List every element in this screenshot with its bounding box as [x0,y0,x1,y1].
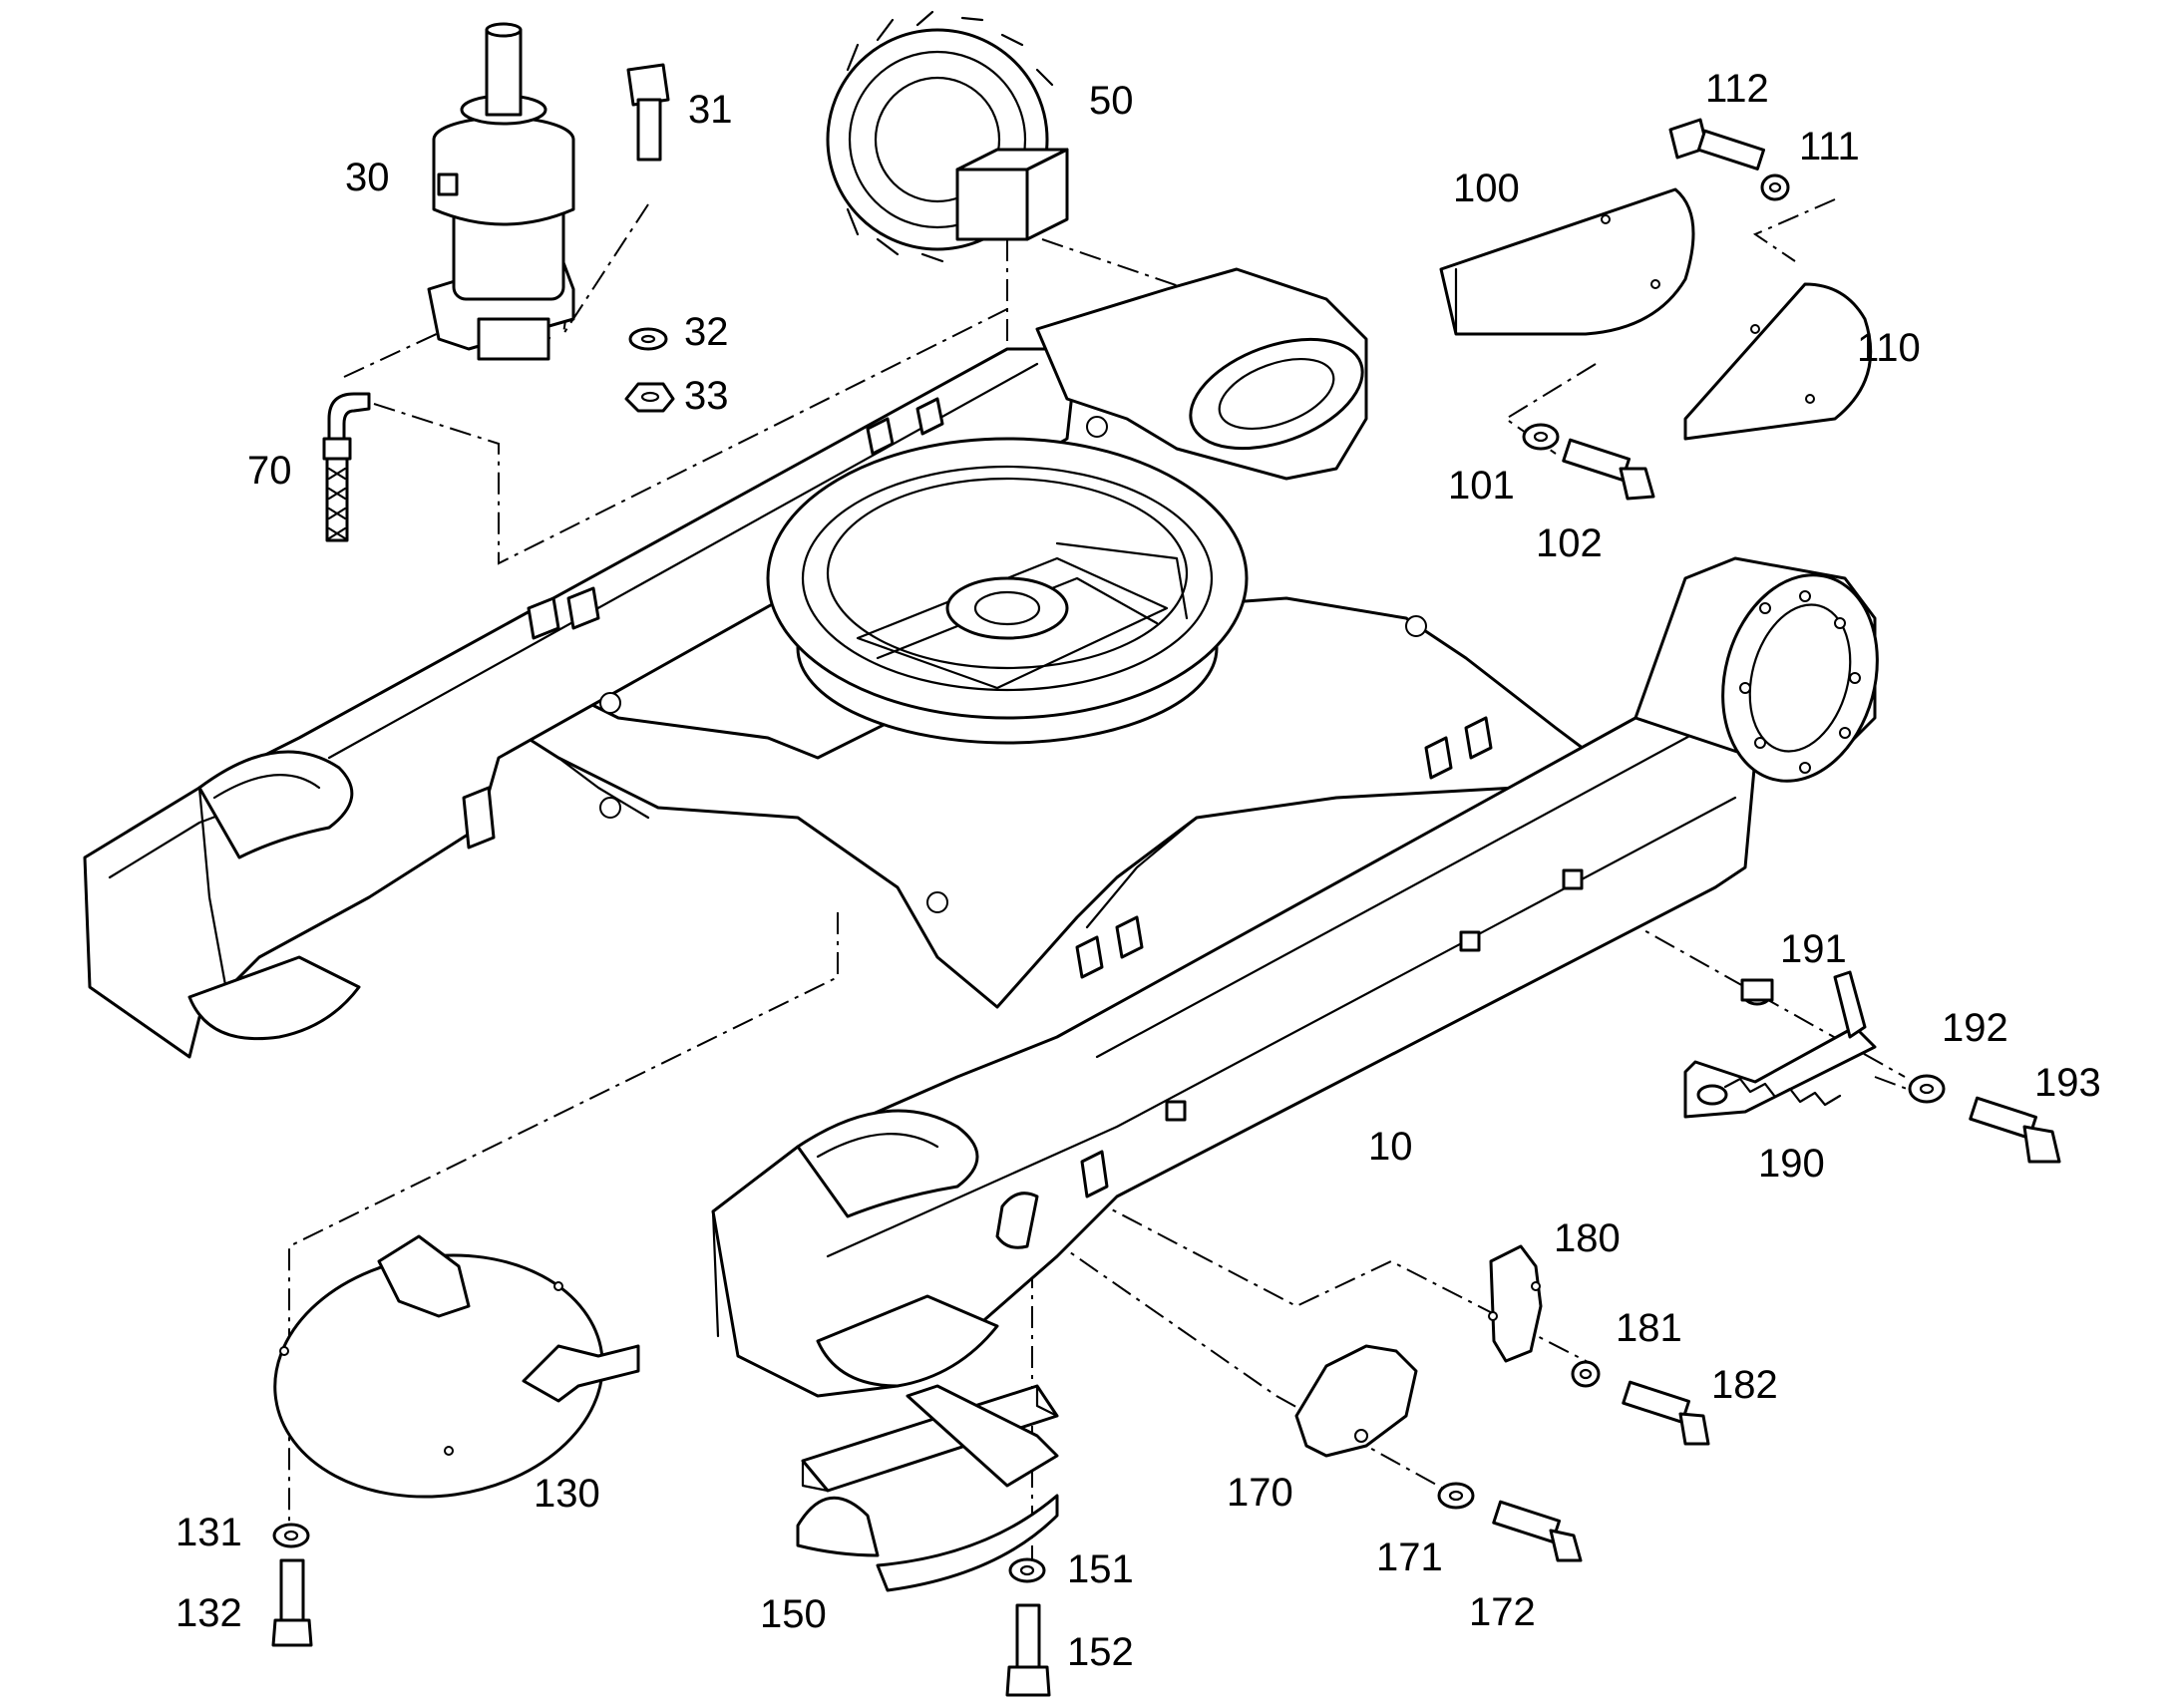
washer-181 [1571,1360,1601,1388]
callout-191: 191 [1780,927,1847,971]
callout-50: 50 [1089,79,1134,123]
lug [1165,1100,1187,1122]
bracket-180 [1488,1244,1543,1363]
bolt-112 [1668,118,1766,171]
cover-plate-170 [1294,1344,1418,1458]
washer-32 [628,327,668,351]
callout-111: 111 [1799,125,1860,169]
callout-193: 193 [2034,1061,2101,1105]
callout-32: 32 [684,310,729,354]
spring-tensioner-190 [1683,970,1877,1119]
callout-151: 151 [1067,1547,1134,1591]
callout-132: 132 [176,1591,242,1635]
callout-112: 112 [1705,67,1769,111]
lug [1459,930,1481,952]
callout-182: 182 [1711,1363,1778,1407]
travel-motor-30 [427,22,575,361]
callout-101: 101 [1448,464,1515,508]
track-frame-10 [83,267,1879,1398]
lug [1562,868,1584,890]
bolt-182 [1622,1380,1710,1446]
swing-bearing-ring [766,437,1249,745]
callout-33: 33 [684,374,729,418]
callout-180: 180 [1554,1216,1621,1260]
washer-192 [1908,1074,1946,1104]
washer-151 [1008,1557,1046,1583]
cover-plate-100 [1439,187,1695,336]
bolt-102 [1562,438,1655,501]
bolt-152 [1005,1603,1051,1697]
callout-100: 100 [1453,167,1520,210]
callout-152: 152 [1067,1630,1134,1674]
cover-disc-130 [273,1234,640,1499]
bolt-193 [1969,1096,2061,1164]
washer-171 [1437,1482,1475,1510]
bolt-172 [1492,1500,1583,1562]
callout-30: 30 [345,156,390,199]
washer-101 [1522,423,1560,451]
spacer-191 [1740,978,1774,1006]
callout-172: 172 [1469,1590,1536,1634]
callout-171: 171 [1376,1536,1443,1579]
callout-190: 190 [1758,1142,1825,1186]
bolt-132 [271,1558,313,1647]
callout-150: 150 [760,1592,827,1636]
nut-33 [624,382,675,413]
sprocket-drive-50 [826,10,1069,263]
washer-131 [272,1523,310,1548]
callout-170: 170 [1227,1471,1293,1515]
cover-plate-110 [1683,282,1873,441]
callout-31: 31 [688,88,733,132]
callout-102: 102 [1536,521,1603,565]
hose-70 [322,392,371,542]
callout-10: 10 [1368,1125,1413,1169]
callout-181: 181 [1616,1306,1682,1350]
callout-130: 130 [534,1472,600,1516]
callout-110: 110 [1857,326,1921,370]
right-side-frame [711,696,1757,1398]
callout-70: 70 [247,449,292,493]
washer-111 [1760,173,1790,201]
callout-131: 131 [176,1511,242,1554]
track-guide-150 [796,1384,1059,1592]
callout-192: 192 [1942,1006,2008,1050]
bolt-31 [626,63,670,162]
callout-labels: 10 30 31 32 33 50 70 100 101 102 110 111… [176,67,2101,1674]
